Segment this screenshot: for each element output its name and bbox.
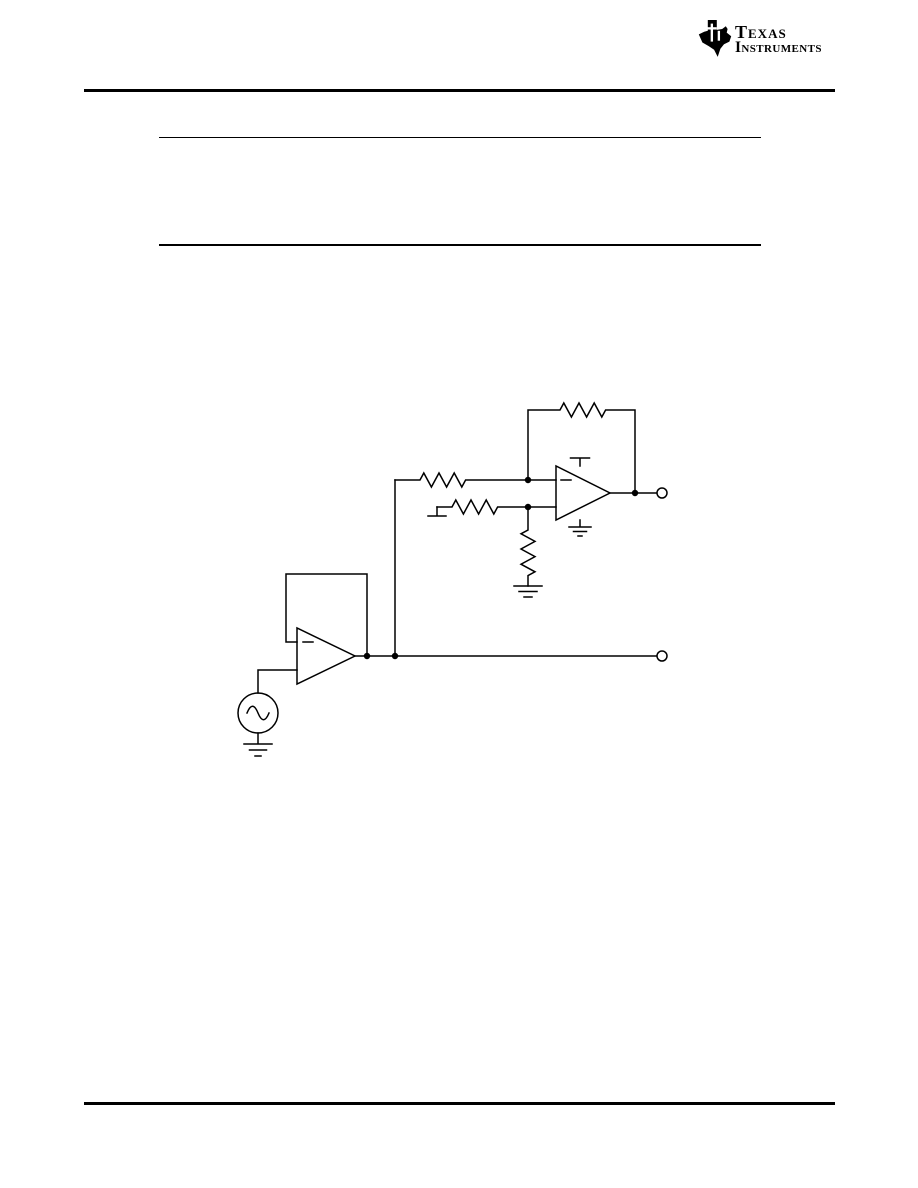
abstract-top-rule <box>159 137 761 138</box>
sine-wave-icon <box>246 705 270 721</box>
junction-dot <box>391 652 399 660</box>
opamp-2-supply-bar-icon <box>569 457 591 467</box>
resistor-feedback <box>527 401 636 494</box>
junction-dot <box>631 489 639 497</box>
ti-logo: Texas Instruments <box>697 16 837 62</box>
junction-dot <box>363 652 371 660</box>
resistor-to-ground <box>513 506 543 598</box>
footer-rule <box>84 1102 835 1105</box>
abstract-bottom-rule <box>159 244 761 246</box>
resistor-zigzag <box>436 498 529 516</box>
resistor-zigzag <box>519 506 537 587</box>
ti-logo-line2: Instruments <box>735 39 822 56</box>
header-rule <box>84 89 835 92</box>
ti-logo-mark-icon <box>698 20 732 57</box>
ti-glyph-t-bar <box>706 27 717 30</box>
source-ground-icon <box>243 732 273 757</box>
resistor-zigzag <box>527 401 636 494</box>
wire-source-to-input <box>257 669 298 694</box>
junction-dot <box>524 503 532 511</box>
opamp-2-ground-icon <box>568 519 592 537</box>
sine-source <box>237 669 298 757</box>
opamp-2-triangle <box>555 464 612 522</box>
texas-state-shape <box>698 20 732 57</box>
resistor-input-noninverting <box>427 498 529 517</box>
divider-ground-icon <box>513 585 543 598</box>
ti-glyph-t-stem <box>710 23 714 42</box>
junction-dot <box>524 476 532 484</box>
opamp-2 <box>555 457 612 537</box>
opamp-1-feedback-loop <box>285 573 368 657</box>
output-terminal-top <box>656 487 668 499</box>
junction-dots <box>363 476 639 660</box>
resistor-zigzag <box>394 471 529 489</box>
ti-logo-text: Texas Instruments <box>735 22 822 56</box>
ti-glyph-i-dot <box>717 26 721 30</box>
ti-logo-line1: Texas <box>735 22 787 42</box>
resistor-input-inverting <box>394 471 529 489</box>
opamp-1-triangle <box>296 626 357 686</box>
opamp-1 <box>285 573 368 686</box>
ti-glyph-i-stem <box>717 30 721 41</box>
output-terminal-bottom <box>656 650 668 662</box>
input-ground-bar-icon <box>427 506 447 517</box>
